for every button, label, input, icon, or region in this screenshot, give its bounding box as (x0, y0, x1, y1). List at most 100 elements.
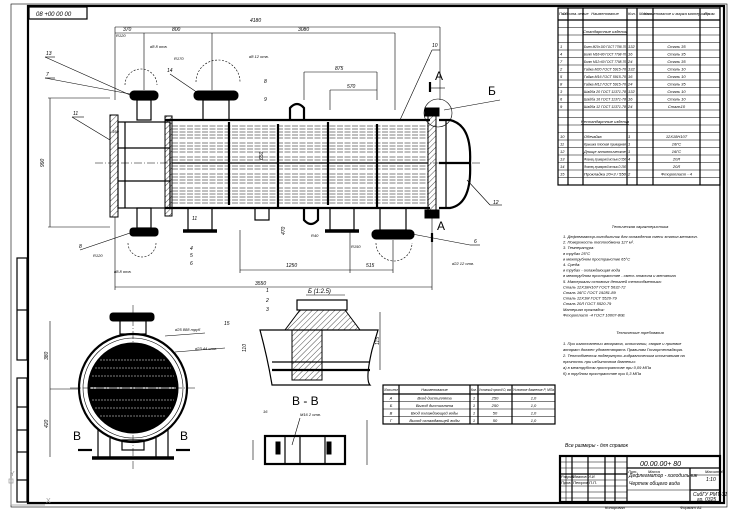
role-checker: Пров. (561, 480, 572, 485)
tech-spec-line: Сталь 12Х18Н10Т ГОСТ 5632-72 (563, 284, 626, 289)
spec-qty: 16 (628, 97, 633, 102)
dim-420: 420 (44, 419, 50, 428)
nozzle-bottom-left (136, 207, 152, 229)
spec-name: Фланец приварной встык D 550 (584, 157, 627, 162)
nozzle-header: Условный проход D, мм (479, 387, 511, 392)
scale-label: Масштаб (705, 469, 724, 474)
spec-name: Болт М20×100 ГОСТ 7798-70 (584, 44, 627, 49)
spec-material: Сталь10 (668, 104, 686, 109)
nozzle-cell: Выход охлаждающей воды (409, 418, 459, 423)
nozzle-cell: 1 (473, 418, 475, 423)
section-marker-a-bottom: А (437, 219, 445, 233)
spec-material: 16ГС (672, 142, 681, 147)
section-vv-view: В - В M16 2 отв. 16 (252, 394, 368, 466)
leader-13: 13 (46, 51, 52, 57)
spec-pos: 7 (560, 59, 563, 64)
spec-name: Шайба 20 ГОСТ 11371-78 (584, 89, 627, 94)
nozzle-cell: Вход дистиллята (417, 396, 452, 401)
spec-qty: 24 (627, 82, 633, 87)
nozzle-cell: Б (390, 403, 393, 408)
spec-material: Сталь 35 (667, 52, 686, 57)
mass-label: Масса (648, 469, 661, 474)
nozzle-cell: Выход дистиллята (416, 403, 454, 408)
spec-qty: 24 (627, 104, 633, 109)
left-margin-stamps (16, 257, 28, 503)
section-marker-v-left: В (73, 429, 81, 443)
r-label-joint: R40 (311, 233, 319, 238)
dim-570: 570 (347, 84, 356, 90)
title-designation: 00.00.00+ 80 (640, 461, 681, 468)
spec-material: 20Л (672, 164, 680, 169)
spec-qty: 132 (628, 89, 635, 94)
title-line-2: Чертеж общего вида (629, 481, 680, 487)
dim-1250: 1250 (286, 263, 297, 269)
dim-4700: 470 (281, 226, 287, 235)
spec-material: Сталь 10 (667, 67, 686, 72)
spec-qty: 2 (627, 172, 631, 177)
spec-material: Сталь 10 (667, 89, 686, 94)
dim-380: 380 (44, 351, 50, 360)
spec-name: Днище эллиптическое (583, 149, 627, 154)
tech-req-line: 1. При изготовлении аппарата, испытании,… (563, 341, 682, 346)
role-name-2: Петров П.П. (573, 480, 597, 485)
r-label-right: R150 (351, 244, 361, 249)
r-label-left: R120 (116, 33, 126, 38)
role-developer: Разраб. (561, 474, 575, 479)
spec-pos: 13 (560, 157, 565, 162)
dim-875: 875 (335, 66, 344, 72)
nozzle-cell: 1,0 (531, 403, 537, 408)
spec-name: Шайба 12 ГОСТ 11371-78 (584, 104, 627, 109)
section-marker-a-top: А (435, 69, 443, 83)
technical-requirements: Технические требования 1. При изготовлени… (562, 330, 686, 376)
spec-pos: 9 (560, 104, 563, 109)
tube-bundle (172, 125, 428, 204)
spec-material: Сталь 10 (667, 97, 686, 102)
spec-pos: 8 (560, 82, 563, 87)
spec-material: 12Х18Н10Т (666, 134, 688, 139)
nozzle-top-center (202, 99, 230, 121)
footer-format: Формат А1 (680, 505, 702, 510)
spec-pos: 14 (560, 164, 565, 169)
dim-650: 650 (259, 151, 265, 160)
lit-label: Лит. (627, 469, 637, 474)
spec-header: Прим. (704, 11, 715, 16)
saddle-supports (183, 207, 359, 233)
spec-name: Болт М12×60 ГОСТ 7798-70 (584, 59, 627, 64)
tech-req-line: а) в межтрубном пространстве при 0,09 МП… (563, 365, 652, 370)
position-leaders: 13 7 11 14 8 9 10 12 6 8 11 4 5 6 (44, 43, 502, 267)
sheet-outer-border (10, 3, 728, 508)
nozzle-top-left (136, 99, 152, 121)
r-label-center: R170 (174, 56, 184, 61)
tube-sheet-left (164, 115, 173, 217)
tech-reqs-title: Технические требования (616, 330, 664, 335)
dim-16: 16 (263, 409, 268, 414)
spec-pos: 4 (560, 52, 563, 57)
leader-15: 15 (224, 321, 230, 327)
spec-material: 20Л (672, 157, 680, 162)
spec-header: Поз. (559, 11, 567, 16)
leader-12: 12 (493, 200, 499, 206)
dim-115: 115 (375, 337, 381, 345)
spec-table-frame (557, 7, 721, 186)
detail-circle-b (423, 98, 453, 128)
role-name-1: Иванов И.И. (573, 474, 596, 479)
nozzle-cell: 1,0 (531, 411, 537, 416)
footer-copied: Копировал (605, 505, 626, 510)
dim-height-left: 990 (40, 158, 46, 167)
nozzle-header: Кол. (471, 387, 477, 392)
expansion-joint (288, 102, 306, 120)
title-block: 00.00.00+ 80 Дефлегматор - холодильник Ч… (558, 454, 727, 510)
tech-req-line: аппарат должен удовлетворять Правилам Го… (563, 347, 683, 352)
nozzle-cell: Вход охлаждающей воды (411, 411, 458, 416)
dim-110: 110 (242, 344, 248, 352)
spec-qty: 4 (628, 157, 631, 162)
tech-spec-line: в трубах 25°С (563, 251, 590, 256)
dim-3550: 3550 (255, 281, 266, 287)
spec-material: 16ГС (672, 149, 681, 154)
tech-spec-line: в межтрубном пространстве 65°С (563, 256, 630, 261)
spec-qty: 132 (628, 67, 635, 72)
end-view: 380 420 d25 888 труб d23 44 отв. В В 15 (44, 305, 230, 470)
nozzle-cell: 1 (473, 411, 475, 416)
